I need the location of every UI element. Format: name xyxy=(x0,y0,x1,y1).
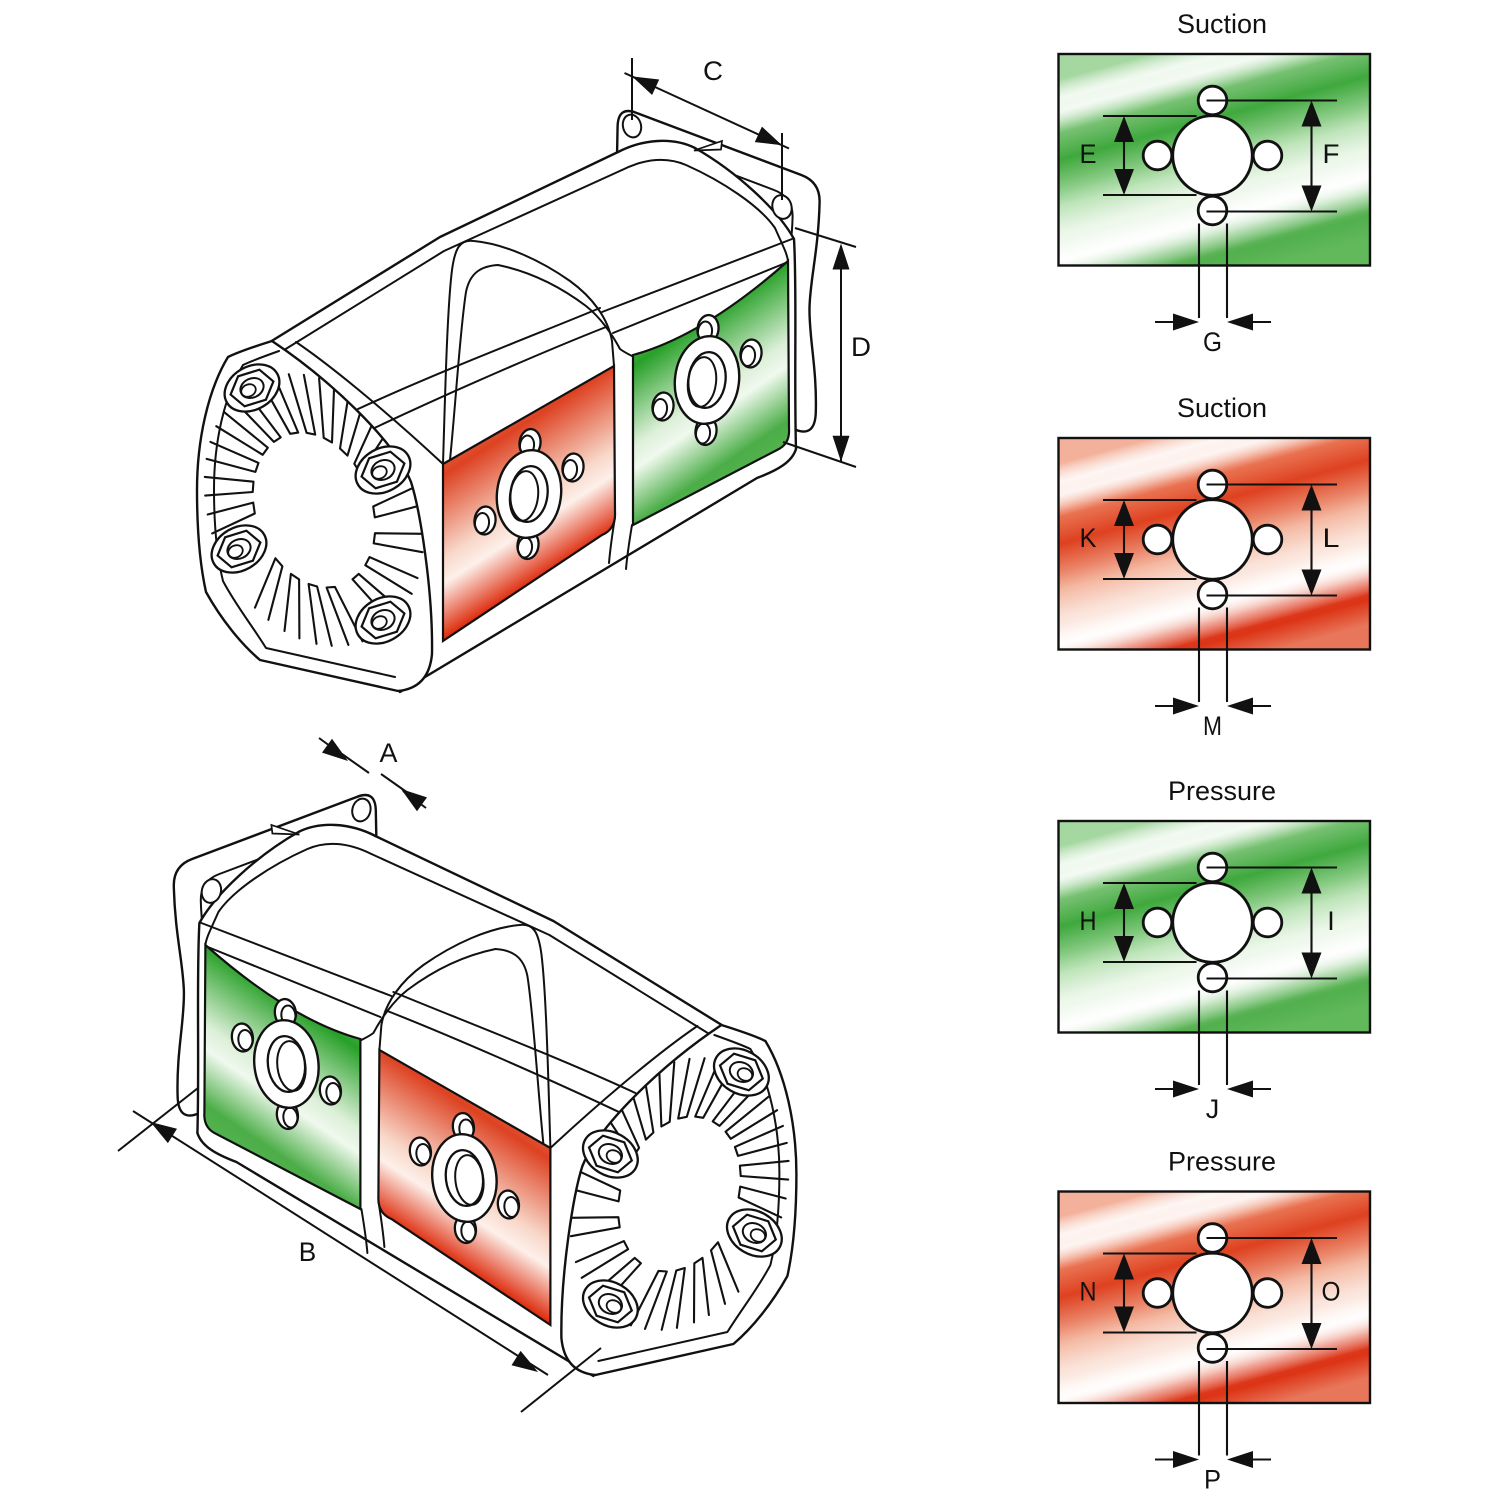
svg-text:Suction: Suction xyxy=(1177,9,1267,39)
svg-text:B: B xyxy=(299,1237,317,1267)
svg-text:Suction: Suction xyxy=(1177,393,1267,423)
svg-text:A: A xyxy=(380,738,398,768)
svg-text:E: E xyxy=(1080,139,1097,169)
svg-text:K: K xyxy=(1080,523,1097,553)
svg-text:F: F xyxy=(1323,139,1340,169)
svg-text:L: L xyxy=(1323,523,1340,553)
svg-text:J: J xyxy=(1206,1094,1220,1124)
svg-text:H: H xyxy=(1080,906,1097,936)
svg-text:C: C xyxy=(703,56,723,86)
svg-text:G: G xyxy=(1203,327,1222,357)
svg-text:D: D xyxy=(851,332,871,362)
svg-text:N: N xyxy=(1080,1277,1097,1307)
svg-text:Pressure: Pressure xyxy=(1168,776,1276,806)
svg-text:I: I xyxy=(1327,906,1335,936)
svg-text:O: O xyxy=(1322,1277,1341,1307)
svg-text:Pressure: Pressure xyxy=(1168,1147,1276,1177)
svg-text:M: M xyxy=(1203,711,1222,741)
svg-text:P: P xyxy=(1204,1465,1221,1495)
